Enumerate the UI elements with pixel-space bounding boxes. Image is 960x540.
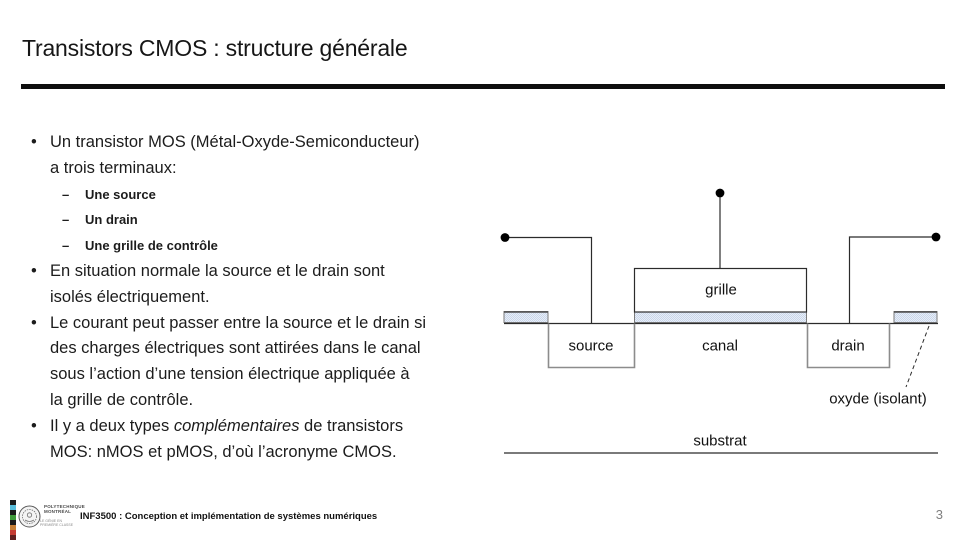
bullet-text: Il y a deux types complémentaires de tra… [50,416,404,435]
title-divider [21,84,945,89]
gate-box [633,267,808,313]
bullet-text: a trois terminaux: [50,158,177,177]
logo-color-stripe [10,530,16,535]
bullet-marker: – [62,212,70,228]
source-contact-strip [503,311,549,323]
gate-terminal-dot [715,188,725,198]
bullet-line: –Une source [30,182,482,208]
logo-wordmark-line2: MONTRÉAL [44,509,72,514]
source-well [547,323,636,369]
bullet-text: Une grille de contrôle [85,238,218,254]
bullet-text: sous l’action d’une tension électrique a… [50,365,410,384]
bullet-text: des charges électriques sont attirées da… [50,339,421,358]
substrate-label: substrat [693,433,747,450]
bullet-line: des charges électriques sont attirées da… [30,336,482,362]
logo-color-stripe [10,500,16,505]
logo-color-stripe [10,515,16,520]
drain-label: drain [831,338,864,355]
source-terminal-dot [500,233,510,242]
oxide-callout-line [905,325,930,388]
logo-color-stripe [10,520,16,525]
logo-color-stripe [10,525,16,530]
bullet-line: • Un transistor MOS (Métal-Oxyde-Semicond… [30,130,482,156]
drain-contact-strip [893,311,938,323]
bullet-marker: • [31,261,37,280]
bullet-line: –Un drain [30,207,482,233]
bullet-line: la grille de contrôle. [30,388,482,414]
logo-color-stripe [10,510,16,515]
gate-label: grille [705,282,737,299]
source-label: source [568,338,613,355]
bullet-text: MOS: nMOS et pMOS, d’où l’acronyme CMOS. [50,442,397,461]
bullet-line: • En situation normale la source et le dr… [30,259,482,285]
drain-terminal-wire [848,236,936,323]
drain-well [806,323,891,369]
bullet-marker: • [31,133,37,151]
bullet-text: Un drain [85,212,138,228]
page-title: Transistors CMOS : structure générale [22,35,408,61]
bullet-line: • Le courant peut passer entre la source … [30,311,482,337]
logo-color-stripe [10,505,16,510]
bullet-text: isolés électriquement. [50,287,210,306]
bullet-marker: – [62,238,70,254]
logo-color-bar [10,500,16,540]
bullet-line: MOS: nMOS et pMOS, d’où l’acronyme CMOS. [30,440,482,466]
bullet-text: Le courant peut passer entre la source e… [50,313,427,332]
course-footer-text: INF3500 : Conception et implémentation d… [80,511,378,522]
drain-terminal-dot [931,232,941,242]
bullet-line: sous l’action d’une tension électrique a… [30,362,482,388]
bullet-list: • Un transistor MOS (Métal-Oxyde-Semicond… [30,130,482,465]
bullet-marker: • [31,416,37,435]
bullet-line: • Il y a deux types complémentaires de tr… [30,414,482,440]
bullet-line: a trois terminaux: [30,156,482,182]
channel-label: canal [702,338,738,355]
logo-color-stripe [10,535,16,540]
page-number: 3 [935,507,943,522]
oxide-label: oxyde (isolant) [829,391,927,408]
gate-oxide-strip [634,311,807,323]
source-terminal-wire [505,236,593,323]
bullet-text: Un transistor MOS (Métal-Oxyde-Semicondu… [50,133,420,151]
bullet-line: –Une grille de contrôle [30,233,482,259]
logo-motto: LE GÉNIE EN PREMIÈRE CLASSE [40,519,74,527]
logo-wordmark: POLYTECHNIQUE MONTRÉAL [44,504,85,514]
bullet-line: isolés électriquement. [30,285,482,311]
bullet-text: Une source [85,186,156,202]
bullet-marker: • [31,313,37,332]
mos-transistor-diagram: grille source canal drain oxyde (isolant… [500,188,941,454]
bullet-text: la grille de contrôle. [50,390,194,409]
bullet-marker: – [62,186,70,202]
logo-wordmark-line1: POLYTECHNIQUE [44,504,85,509]
bullet-text: En situation normale la source et le dra… [50,261,385,280]
polytechnique-crest-icon [18,505,41,528]
